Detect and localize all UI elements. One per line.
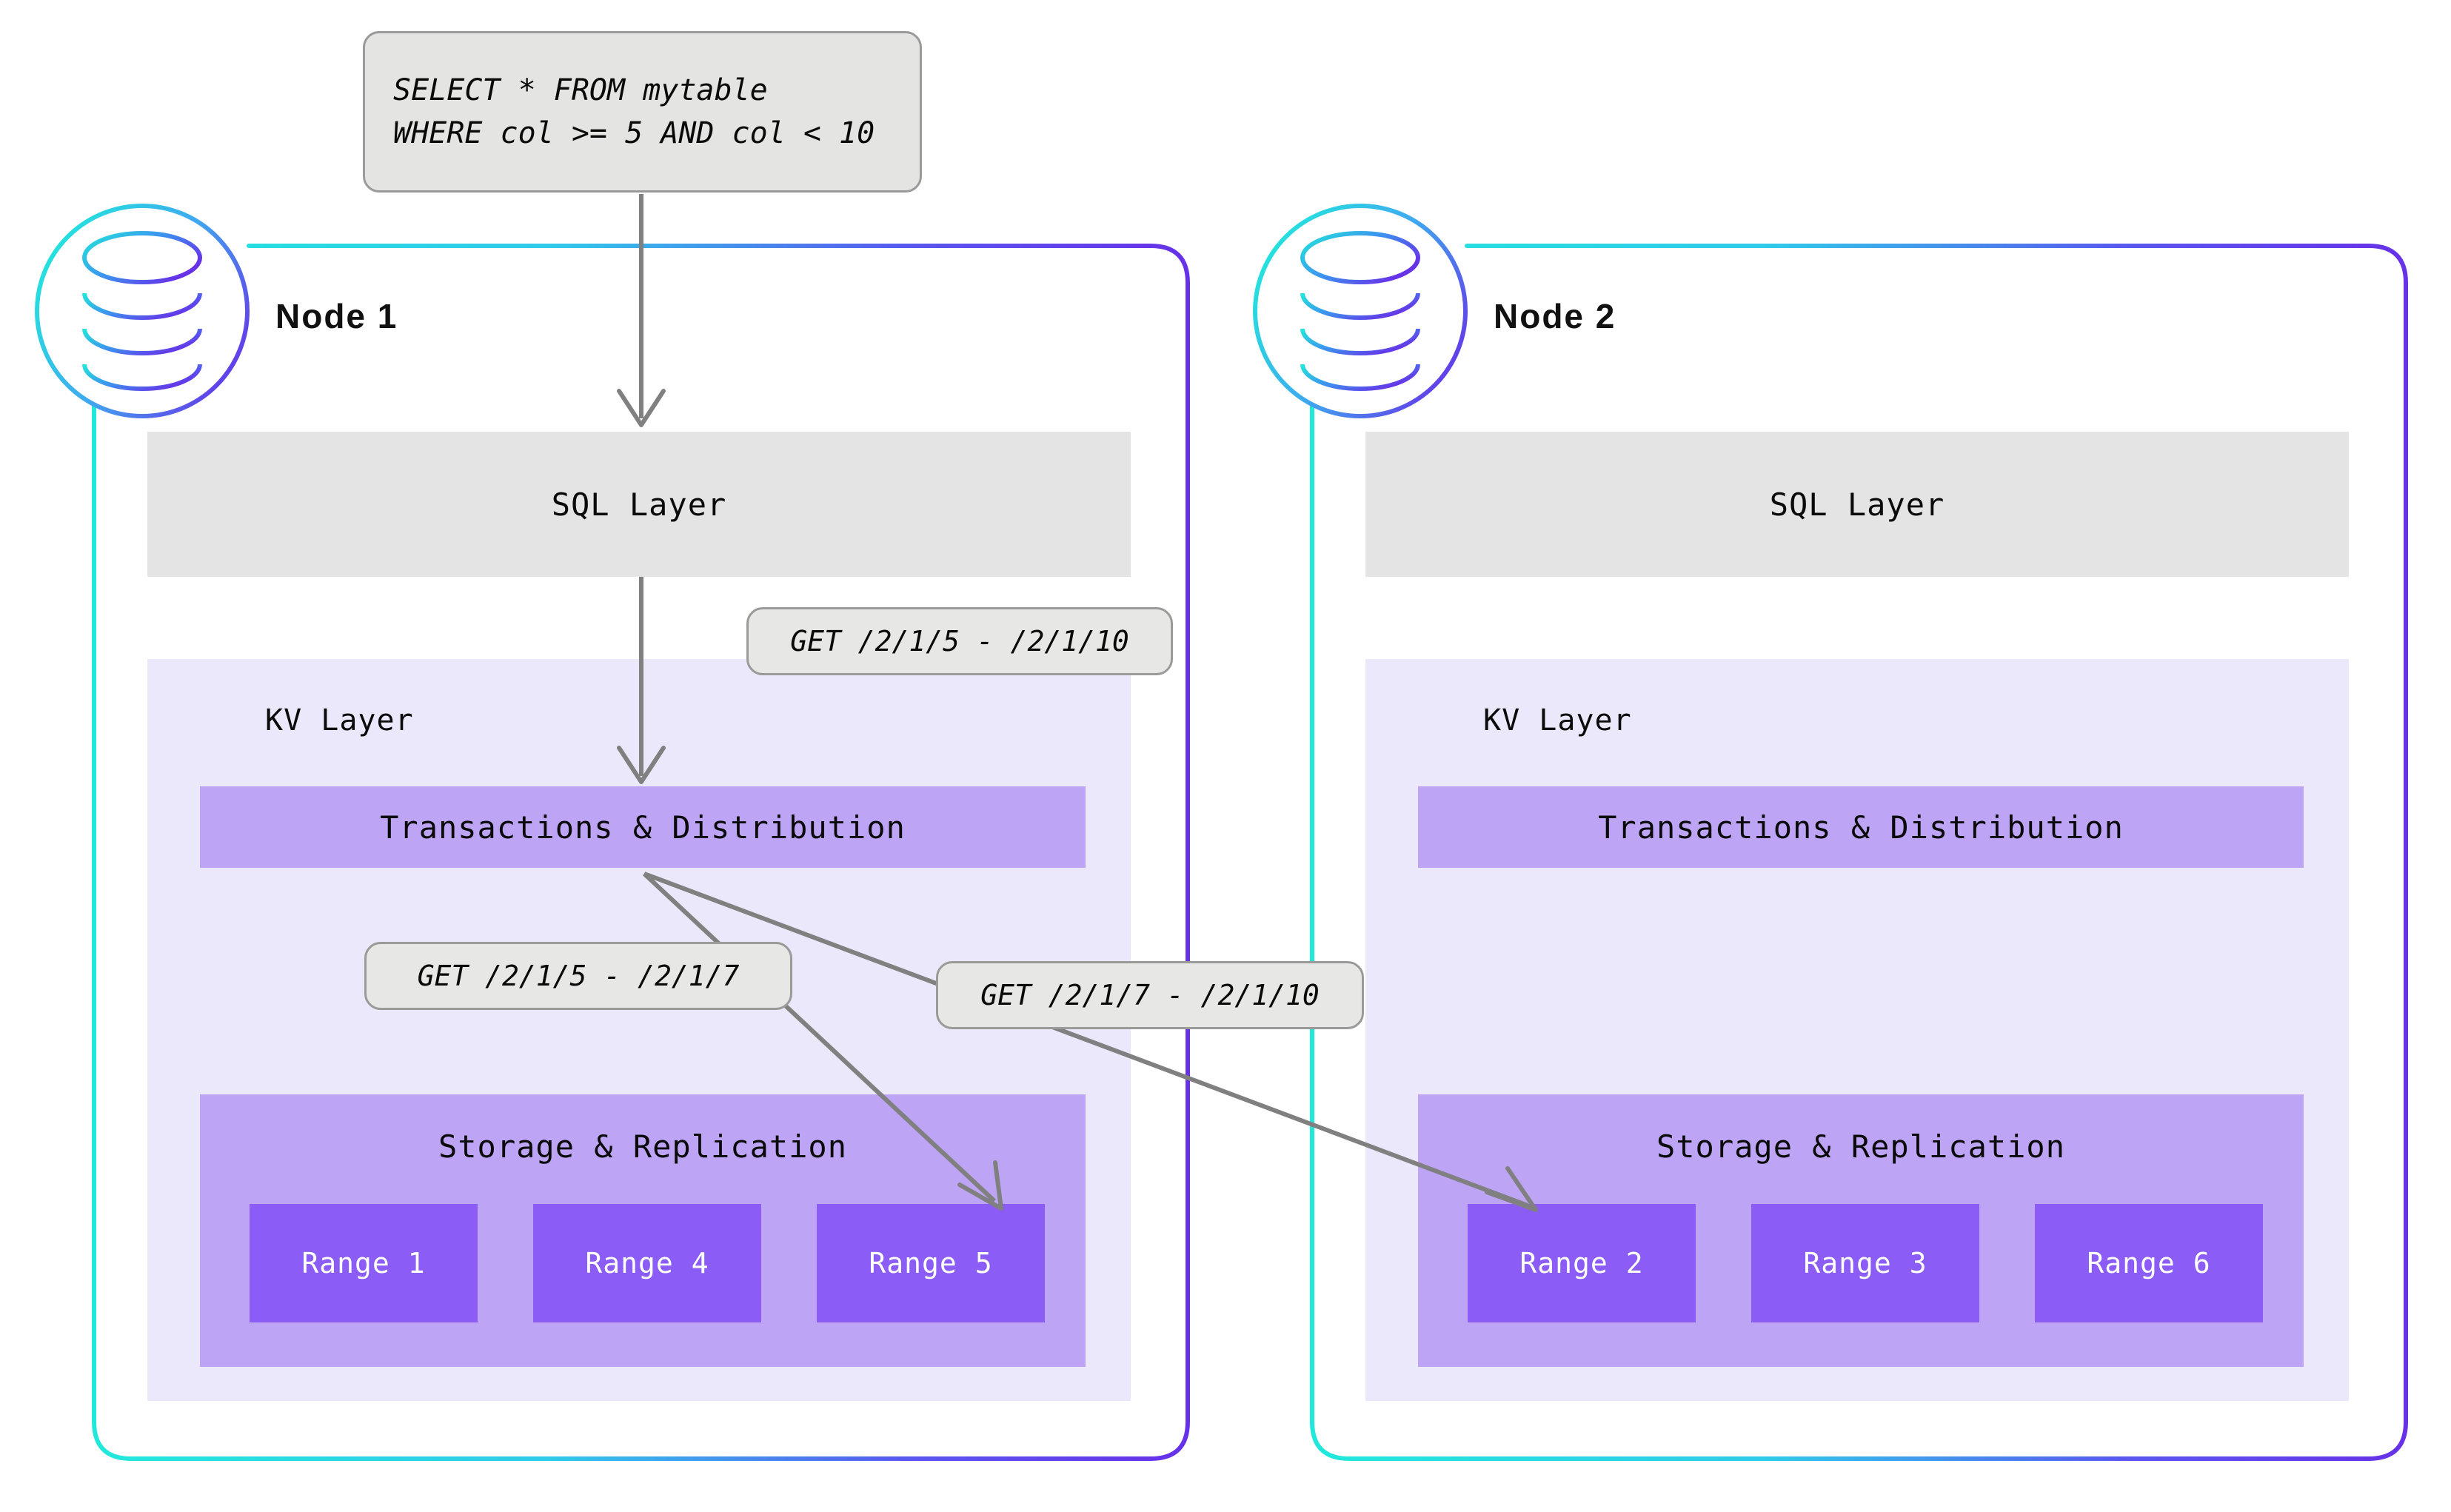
callout-to-range5: GET /2/1/5 - /2/1/7 [364,942,792,1010]
node-1-range-tile-1: Range 1 [250,1204,478,1322]
callout-to-range2: GET /2/1/7 - /2/1/10 [936,961,1364,1029]
node-2-range-tile-3: Range 6 [2035,1204,2263,1322]
node-2-range-tile-2: Range 3 [1751,1204,1979,1322]
node-2-sql-layer: SQL Layer [1365,432,2349,577]
node-1-range-tile-2: Range 4 [533,1204,761,1322]
node-2-range-tile-1: Range 2 [1468,1204,1696,1322]
node-1-range-tile-3: Range 5 [817,1204,1045,1322]
node-2-transactions-box: Transactions & Distribution [1418,786,2304,868]
database-icon [82,231,202,391]
node-1-kv-label: KV Layer [265,703,414,737]
node-1-sql-layer: SQL Layer [147,432,1131,577]
query-line-1: SELECT * FROM mytable [393,73,768,107]
node-2-storage-box: Storage & Replication Range 2 Range 3 Ra… [1418,1094,2304,1367]
database-icon [1300,231,1420,391]
node-2-title: Node 2 [1494,297,1616,335]
node-2-icon-circle [1253,204,1468,418]
node-1-transactions-box: Transactions & Distribution [200,786,1086,868]
sql-query-box: SELECT * FROM mytable WHERE col >= 5 AND… [363,31,922,193]
node-1-title: Node 1 [275,297,398,335]
node-2-storage-label: Storage & Replication [1656,1128,2065,1165]
query-line-2: WHERE col >= 5 AND col < 10 [393,116,875,150]
node-1-icon-circle [35,204,250,418]
node-2-kv-label: KV Layer [1483,703,1632,737]
callout-sql-to-kv: GET /2/1/5 - /2/1/10 [746,607,1173,675]
